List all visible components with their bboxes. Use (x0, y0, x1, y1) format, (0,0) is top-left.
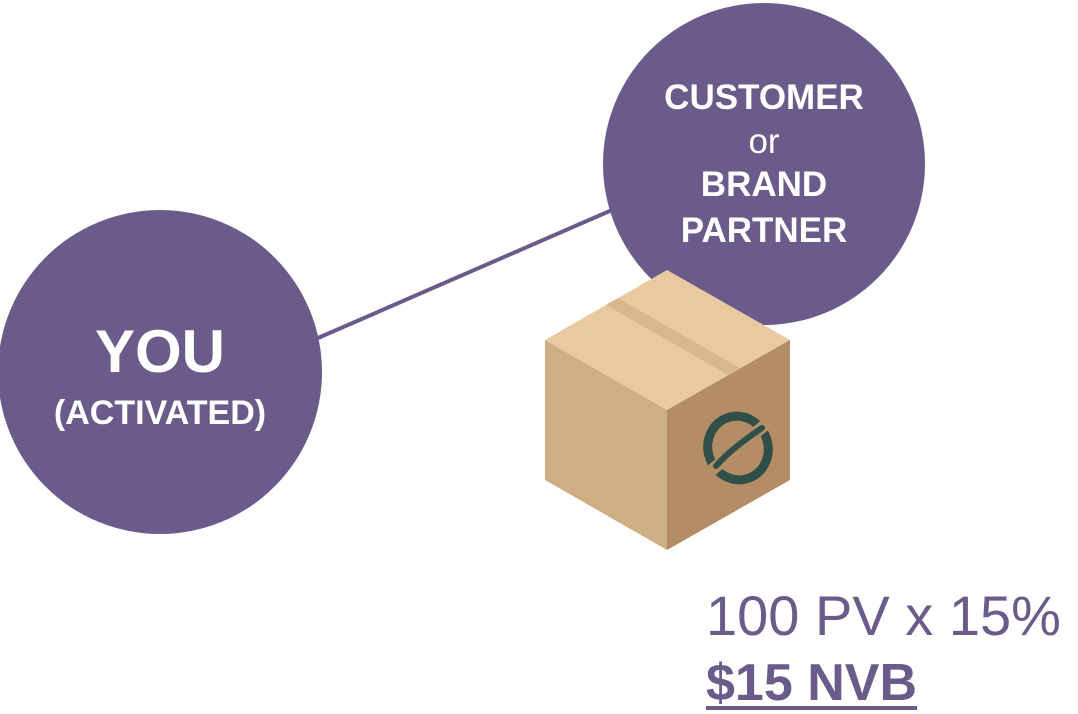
box-right-face (667, 340, 790, 550)
customer-node-line4: PARTNER (681, 211, 848, 250)
customer-node-line1: CUSTOMER (664, 78, 864, 117)
customer-node: CUSTOMER or BRAND PARTNER (603, 3, 925, 325)
customer-node-circle (603, 3, 925, 325)
you-node-subtitle: (ACTIVATED) (54, 394, 266, 432)
leaf-swirl-logo-icon (703, 411, 773, 485)
box-icon (545, 270, 790, 550)
you-node: YOU (ACTIVATED) (0, 210, 322, 534)
box-tape (606, 298, 740, 375)
customer-node-line3: BRAND (701, 165, 827, 204)
connector-line (317, 208, 613, 340)
you-node-circle (0, 210, 322, 534)
box-left-face (545, 340, 667, 550)
customer-node-line2: or (748, 122, 779, 161)
pv-formula: 100 PV x 15% (706, 584, 1061, 647)
nvb-result: $15 NVB (706, 654, 917, 712)
you-node-title: YOU (95, 318, 225, 385)
